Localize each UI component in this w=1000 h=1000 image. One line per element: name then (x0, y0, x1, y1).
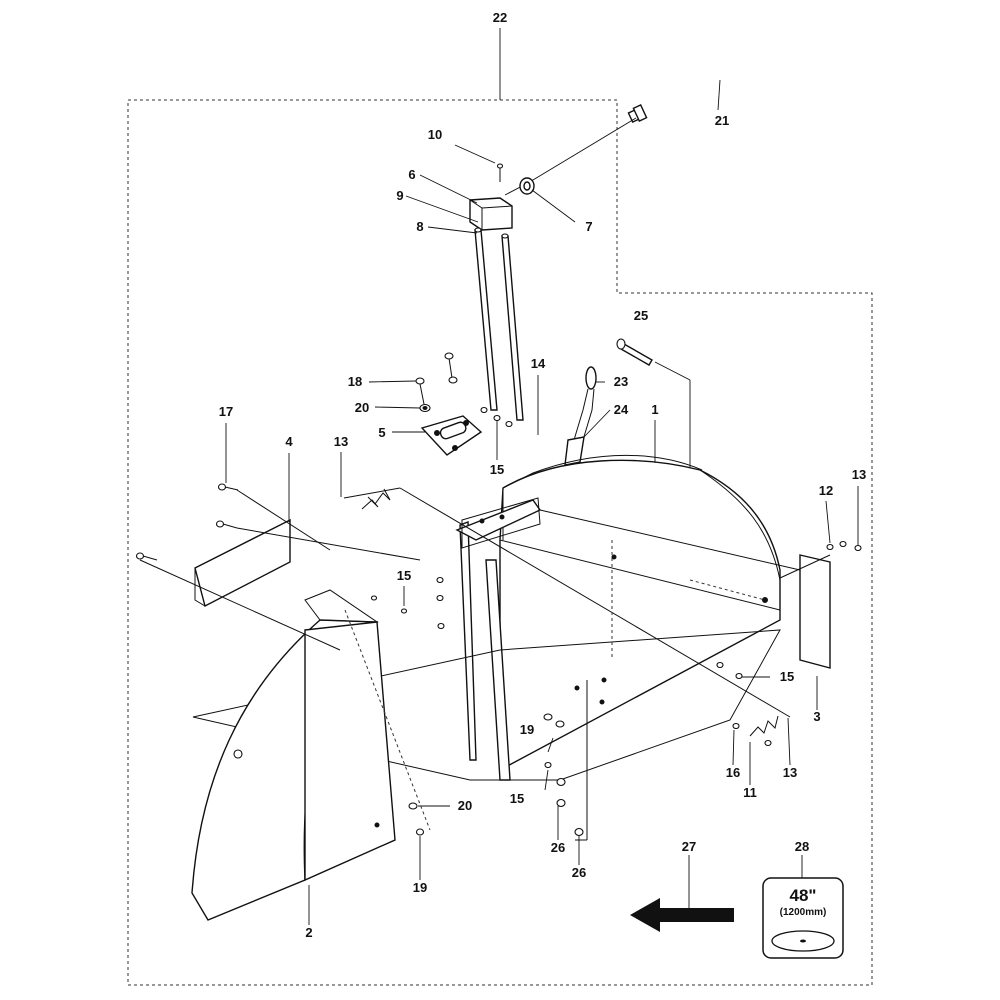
blade-size-badge: 48" (1200mm) (762, 877, 844, 959)
callout-14[interactable]: 14 (531, 356, 546, 371)
callout-8[interactable]: 8 (416, 219, 423, 234)
callout-15a[interactable]: 15 (490, 462, 504, 477)
callout-19b[interactable]: 19 (413, 880, 427, 895)
callout-27[interactable]: 27 (682, 839, 696, 854)
hardware-misc (135, 406, 862, 837)
construction-lines (139, 487, 831, 841)
hinge-washer[interactable] (419, 403, 431, 413)
callout-20b[interactable]: 20 (458, 798, 472, 813)
callout-19a[interactable]: 19 (520, 722, 534, 737)
assembly-boundary-22 (127, 99, 873, 986)
callout-22[interactable]: 22 (493, 10, 507, 25)
hinge-screw-upper (444, 352, 458, 384)
callout-24[interactable]: 24 (614, 402, 629, 417)
callout-15c[interactable]: 15 (780, 669, 794, 684)
blade-size-label: 48" (790, 886, 817, 905)
lifting-strap[interactable] (564, 436, 585, 466)
blade-size-metric: (1200mm) (780, 907, 827, 918)
callout-7[interactable]: 7 (585, 219, 592, 234)
lifting-eye[interactable] (573, 366, 597, 441)
callout-20a[interactable]: 20 (355, 400, 369, 415)
tension-spring[interactable] (343, 487, 401, 510)
callout-13b[interactable]: 13 (852, 467, 866, 482)
callout-28[interactable]: 28 (795, 839, 809, 854)
leader-lines (225, 79, 859, 925)
water-block[interactable] (469, 197, 513, 231)
mount-bracket (461, 497, 541, 549)
direction-arrow (630, 898, 734, 932)
callout-4[interactable]: 4 (285, 434, 293, 449)
spring-lower[interactable] (749, 715, 779, 737)
curved-guard[interactable] (191, 589, 396, 921)
callout-23[interactable]: 23 (614, 374, 628, 389)
callout-6[interactable]: 6 (408, 167, 415, 182)
callout-13a[interactable]: 13 (334, 434, 348, 449)
water-hose[interactable] (627, 58, 819, 268)
callout-15b[interactable]: 15 (397, 568, 411, 583)
callout-25[interactable]: 25 (634, 308, 648, 323)
callout-26b[interactable]: 26 (572, 865, 586, 880)
screw-10[interactable] (496, 163, 504, 182)
front-rail-plates[interactable] (455, 499, 542, 781)
callout-16[interactable]: 16 (726, 765, 740, 780)
hinge-plate[interactable] (420, 415, 483, 456)
callout-11[interactable]: 11 (743, 785, 757, 800)
callout-15d[interactable]: 15 (510, 791, 524, 806)
callout-3[interactable]: 3 (813, 709, 820, 724)
callout-21[interactable]: 21 (715, 113, 729, 128)
callout-5[interactable]: 5 (378, 425, 385, 440)
hinge-screw[interactable] (415, 377, 425, 405)
guard-bolt[interactable] (616, 338, 653, 366)
water-tubes[interactable] (474, 227, 524, 421)
blade-guard-main[interactable] (499, 454, 781, 772)
callout-18[interactable]: 18 (348, 374, 362, 389)
callout-9[interactable]: 9 (396, 188, 403, 203)
callout-2[interactable]: 2 (305, 925, 312, 940)
callout-12[interactable]: 12 (819, 483, 833, 498)
callout-26a[interactable]: 26 (551, 840, 565, 855)
callout-17[interactable]: 17 (219, 404, 233, 419)
callout-1[interactable]: 1 (651, 402, 658, 417)
side-plate[interactable] (194, 518, 291, 608)
callout-13c[interactable]: 13 (783, 765, 797, 780)
callout-10[interactable]: 10 (428, 127, 442, 142)
hose-nipple[interactable] (519, 177, 535, 195)
rear-plate[interactable] (799, 554, 831, 669)
